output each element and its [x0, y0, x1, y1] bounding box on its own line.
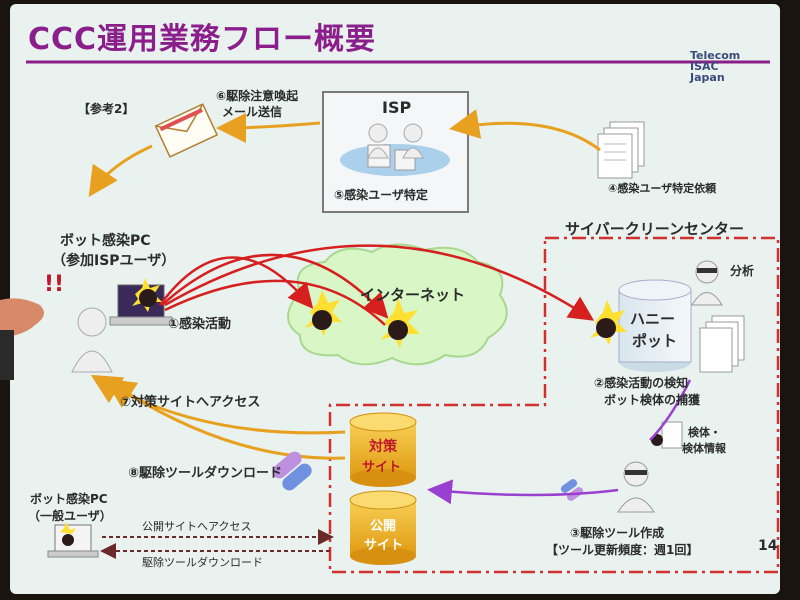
- presenter-hand: [0, 298, 44, 380]
- step6-label-b: メール送信: [222, 105, 283, 119]
- document-stack-icon: [597, 121, 645, 179]
- analyst-body: [691, 292, 723, 306]
- step2-label-a: ②感染活動の検知: [594, 376, 689, 390]
- specimen-doc-icon: [661, 421, 683, 449]
- taisaku-label-a: 対策: [369, 439, 397, 455]
- taisaku-label-b: サイト: [362, 460, 402, 475]
- engineer-body: [617, 497, 655, 513]
- arrow-infection-4: [164, 279, 386, 326]
- logo: Telecom ISAC Japan: [690, 50, 740, 83]
- step6-label-a: ⑥駆除注意喚起: [216, 89, 299, 103]
- koukai-label-a: 公開: [370, 519, 397, 534]
- arrow-mail-to-user: [88, 144, 153, 197]
- report-stack-icon: [699, 315, 745, 373]
- bomb-internet-1-icon: [305, 290, 342, 336]
- arrow-download-tool: [105, 378, 346, 460]
- honeypot-top: [618, 279, 692, 301]
- analysis-label: 分析: [730, 264, 755, 278]
- isp-person-2-body: [402, 147, 424, 159]
- specimen-label-b: 検体情報: [682, 442, 726, 455]
- pill-capsule-icon: [272, 451, 312, 491]
- isp-person-2-head: [403, 123, 423, 143]
- page-number: 14: [758, 538, 778, 554]
- honeypot-label-a: ハニー: [630, 310, 676, 328]
- small-pill-icon: [560, 479, 584, 501]
- exclaim-mark: !!: [44, 272, 65, 297]
- arrow-infection-3: [164, 244, 595, 321]
- honeypot-label-b: ポット: [632, 332, 678, 350]
- step7-label: ⑦対策サイトへアクセス: [120, 395, 261, 410]
- analyst-visor: [697, 268, 717, 273]
- isp-label: ISP: [382, 98, 412, 117]
- ccc-dashed-frame: [328, 236, 780, 574]
- taisaku-site-cylinder: [349, 412, 417, 487]
- specimen-label-a: 検体・: [688, 426, 721, 439]
- engineer-visor: [625, 470, 647, 475]
- logo-line-1: Telecom: [690, 49, 741, 62]
- bomb-internet-2-icon: [380, 298, 420, 348]
- internet-label: インターネット: [360, 286, 466, 304]
- bomb-laptop-icon: [132, 278, 162, 312]
- step3-label-b: 【ツール更新頻度：週1回】: [546, 543, 699, 557]
- bot-pc-label-a: ボット感染PC: [60, 233, 151, 249]
- page-title: CCC運用業務フロー概要: [28, 22, 377, 57]
- tool-download-label: 駆除ツールダウンロード: [142, 556, 263, 569]
- step2-label-b: ボット検体の捕獲: [604, 393, 701, 407]
- isp-person-1-body: [367, 147, 389, 159]
- step1-label: ①感染活動: [168, 317, 232, 332]
- bomb-honeypot-icon: [590, 300, 627, 345]
- step3-label-a: ③駆除ツール作成: [570, 526, 665, 540]
- arrow-infection-1: [158, 256, 314, 309]
- arrow-request: [449, 109, 601, 152]
- general-pc-label-a: ボット感染PC: [30, 492, 108, 506]
- step8-label: ⑧駆除ツールダウンロード: [128, 466, 283, 481]
- arrow-mail: [216, 112, 321, 143]
- isp-person-1-head: [368, 123, 388, 143]
- user-body: [71, 350, 113, 373]
- arrow-tool-to-site: [427, 479, 619, 505]
- logo-line-3: Japan: [690, 71, 725, 84]
- arrow-specimen: [649, 379, 692, 441]
- logo-line-2: ISAC: [690, 60, 719, 73]
- general-user-laptop-icon: [47, 522, 99, 558]
- general-pc-label-b: （一般ユーザ）: [28, 509, 112, 523]
- step5-label: ⑤感染ユーザ特定: [334, 188, 428, 202]
- ref2-label: 【参考2】: [78, 102, 135, 116]
- user-head: [77, 307, 107, 337]
- koukai-site-cylinder: [349, 490, 417, 565]
- public-access-label: 公開サイトへアクセス: [142, 520, 252, 533]
- koukai-label-b: サイト: [364, 538, 404, 553]
- step4-label: ④感染ユーザ特定依頼: [608, 182, 717, 195]
- bot-pc-label-b: （参加ISPユーザ）: [52, 253, 176, 269]
- arrow-infection-2: [161, 253, 389, 319]
- envelope-icon: [154, 103, 219, 158]
- honeypot-body: [618, 289, 692, 363]
- ccc-label: サイバークリーンセンター: [565, 220, 744, 238]
